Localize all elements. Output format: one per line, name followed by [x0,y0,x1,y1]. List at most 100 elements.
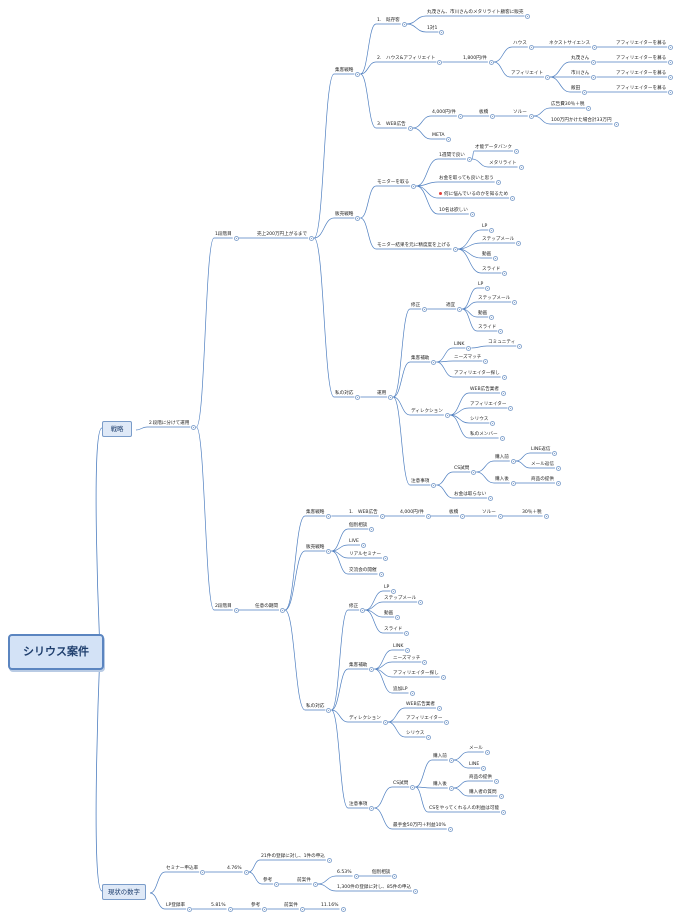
node-link[interactable]: LINK [392,644,404,650]
collapse-toggle-icon[interactable] [543,513,549,519]
node-line-reply[interactable]: LINE返信 [530,447,551,453]
collapse-toggle-icon[interactable] [499,435,505,441]
node-step-mail[interactable]: ステップメール [481,237,515,243]
node-aff-recruit[interactable]: アフィリエイターを募る [615,41,667,47]
collapse-toggle-icon[interactable] [591,74,597,80]
collapse-toggle-icon[interactable] [668,89,674,95]
node-step-mail[interactable]: ステップメール [383,596,417,602]
collapse-toggle-icon[interactable] [497,513,503,519]
node-aff-recruit[interactable]: アフィリエイターを募る [615,71,667,77]
collapse-toggle-icon[interactable] [326,513,332,519]
collapse-toggle-icon[interactable] [668,74,674,80]
node-seminar-rate[interactable]: セミナー申込率 [165,866,199,872]
collapse-toggle-icon[interactable] [489,227,495,233]
collapse-toggle-icon[interactable] [488,59,494,65]
collapse-toggle-icon[interactable] [510,195,516,201]
node-before-buy[interactable]: 購入前 [494,455,510,461]
node-phase1-goal[interactable]: 売上200万円上がるまで [256,232,308,238]
collapse-toggle-icon[interactable] [501,809,507,815]
node-phase1[interactable]: 1段階目 [214,232,233,238]
collapse-toggle-icon[interactable] [187,906,193,912]
collapse-toggle-icon[interactable] [502,270,508,276]
collapse-toggle-icon[interactable] [516,240,522,246]
collapse-toggle-icon[interactable] [493,778,499,784]
node-bouhan[interactable]: 板橋 [448,510,459,516]
collapse-toggle-icon[interactable] [431,359,437,365]
collapse-toggle-icon[interactable] [510,480,516,486]
node-web-vendor[interactable]: WEB広告業者 [405,702,436,708]
collapse-toggle-icon[interactable] [586,105,592,111]
collapse-toggle-icon[interactable] [355,215,361,221]
collapse-toggle-icon[interactable] [233,235,239,241]
node-sale[interactable]: ソルー [481,510,497,516]
collapse-toggle-icon[interactable] [592,44,598,50]
node-slide[interactable]: スライド [481,267,501,273]
collapse-toggle-icon[interactable] [501,374,507,380]
topic-strategy[interactable]: 戦略 [102,421,132,437]
collapse-toggle-icon[interactable] [452,246,458,252]
collapse-toggle-icon[interactable] [555,480,561,486]
collapse-toggle-icon[interactable] [436,705,442,711]
collapse-toggle-icon[interactable] [425,513,431,519]
collapse-toggle-icon[interactable] [448,785,454,791]
collapse-toggle-icon[interactable] [488,495,494,501]
node-prev-case[interactable]: 前案件 [296,878,312,884]
collapse-toggle-icon[interactable] [279,607,285,613]
node-marumo[interactable]: 丸茂さん [570,56,590,62]
collapse-toggle-icon[interactable] [493,255,499,261]
node-prev-1300[interactable]: 1,300件の登録に対し、85件の申込 [336,885,412,891]
collapse-toggle-icon[interactable] [439,29,445,35]
node-lp-rate[interactable]: LP登録率 [165,903,186,909]
node-rate-1116[interactable]: 11.16% [320,903,340,909]
collapse-toggle-icon[interactable] [369,805,375,811]
collapse-toggle-icon[interactable] [360,607,366,613]
node-lp[interactable]: LP [481,224,488,230]
node-ops[interactable]: 運用 [376,391,387,397]
collapse-toggle-icon[interactable] [490,420,496,426]
collapse-toggle-icon[interactable] [545,74,551,80]
collapse-toggle-icon[interactable] [498,793,504,799]
collapse-toggle-icon[interactable] [508,405,514,411]
node-acq-1[interactable]: 1. 既存客 [376,18,401,24]
node-my-response[interactable]: 私の対応 [305,704,325,710]
node-ten-people[interactable]: 10名は欲しい [438,208,469,214]
collapse-toggle-icon[interactable] [191,424,197,430]
collapse-toggle-icon[interactable] [309,235,315,241]
node-acq-3[interactable]: 3. WEB広告 [376,122,407,128]
collapse-toggle-icon[interactable] [404,630,410,636]
node-real-seminar[interactable]: リアルセミナー [348,552,382,558]
node-affiliater[interactable]: アフィリエイター [469,402,507,408]
collapse-toggle-icon[interactable] [440,674,446,680]
collapse-toggle-icon[interactable] [382,719,388,725]
node-rate-476[interactable]: 4.76% [226,866,243,872]
collapse-toggle-icon[interactable] [528,44,534,50]
collapse-toggle-icon[interactable] [353,873,359,879]
node-acq-2[interactable]: 2. ハウス&アフィリエイト [376,56,436,62]
collapse-toggle-icon[interactable] [200,869,206,875]
node-iida[interactable]: 飯田 [570,86,581,92]
node-acq-support[interactable]: 集客補助 [348,663,368,669]
node-fix[interactable]: 修正 [410,303,421,309]
collapse-toggle-icon[interactable] [262,906,268,912]
node-ref[interactable]: 参考 [262,878,273,884]
collapse-toggle-icon[interactable] [555,465,561,471]
node-seminar-21[interactable]: 21件の登録に対し、1件の申込 [260,854,326,860]
collapse-toggle-icon[interactable] [490,113,496,119]
node-lp[interactable]: LP [477,282,484,288]
root-node[interactable]: シリウス案件 [8,634,104,670]
node-p2-ad-fee[interactable]: 30％＋税 [521,510,543,516]
node-video[interactable]: 動画 [481,252,492,258]
node-aff-search[interactable]: アフィリエイター探し [453,371,501,377]
collapse-toggle-icon[interactable] [668,44,674,50]
collapse-toggle-icon[interactable] [485,285,491,291]
collapse-toggle-icon[interactable] [405,647,411,653]
node-two-phase[interactable]: ２段階に分けて運用 [147,421,190,427]
node-sale2[interactable]: 適宜 [445,303,456,309]
collapse-toggle-icon[interactable] [391,588,397,594]
node-acq[interactable]: 集客戦略 [334,68,354,74]
node-aff-search[interactable]: アフィリエイター探し [392,671,440,677]
node-bouhan[interactable]: 板橋 [478,110,489,116]
collapse-toggle-icon[interactable] [668,59,674,65]
collapse-toggle-icon[interactable] [510,458,516,464]
collapse-toggle-icon[interactable] [518,164,524,170]
